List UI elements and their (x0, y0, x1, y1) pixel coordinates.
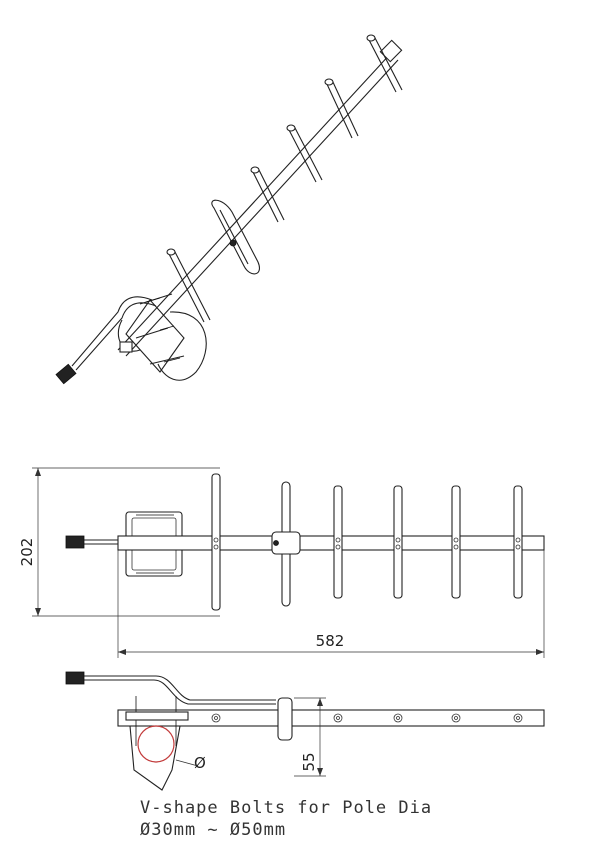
dimension-55: 55 (300, 752, 318, 771)
dimension-582: 582 (316, 632, 345, 650)
top-boom-screws (213, 537, 521, 550)
side-boom (117, 709, 545, 727)
iso-cable (71, 296, 153, 367)
side-connector (65, 671, 85, 685)
side-view: Ø 55 (65, 671, 545, 791)
isometric-view (55, 34, 403, 385)
pole-circle (137, 725, 175, 763)
top-view: 202 582 (18, 467, 545, 658)
side-mount-bracket (125, 696, 199, 791)
top-connector (65, 535, 85, 549)
diameter-label: Ø (194, 754, 206, 772)
note-line-1: V-shape Bolts for Pole Dia (140, 798, 433, 818)
iso-mount-bracket (117, 293, 207, 381)
iso-elements (166, 34, 403, 323)
note-line-2: Ø30mm ~ Ø50mm (140, 820, 287, 840)
iso-dipole (211, 199, 260, 275)
top-boom (117, 535, 545, 551)
side-element-mounts (211, 713, 523, 723)
dimension-202: 202 (18, 538, 36, 567)
side-cable (84, 675, 276, 701)
iso-connector (55, 363, 77, 385)
